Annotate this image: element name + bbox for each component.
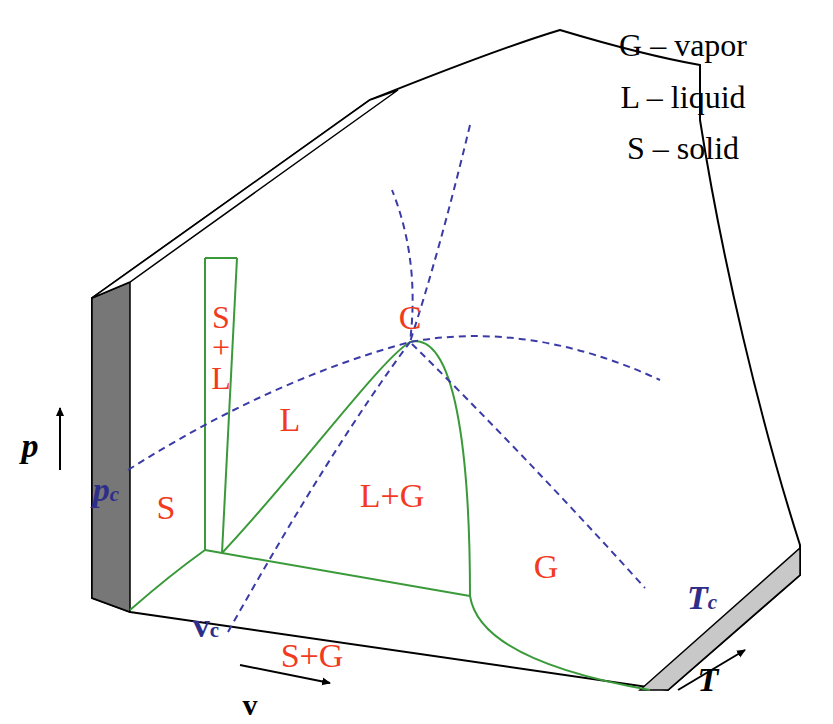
region-label: S: [157, 491, 176, 525]
surface-outline: [92, 30, 800, 690]
phase-boundaries: [130, 258, 650, 690]
critical-lines: [128, 125, 660, 632]
region-label: L+G: [360, 479, 425, 513]
legend-text: S – solid: [627, 132, 739, 164]
region-label: S+G: [281, 639, 344, 673]
axis-label: v: [243, 690, 258, 720]
region-label: S + L: [205, 302, 237, 393]
region-label: L: [280, 403, 301, 437]
slab-face: [92, 282, 130, 612]
axis-label: T: [698, 663, 719, 697]
axis-arrows: [60, 408, 745, 690]
axis-label: Tc: [687, 581, 717, 615]
slab-right: [640, 548, 800, 690]
region-label: G: [534, 550, 559, 584]
legend-text: G – vapor: [619, 29, 747, 61]
critical-point-label: C: [399, 301, 422, 335]
axis-label: vc: [193, 609, 219, 643]
slab-top: [92, 90, 398, 298]
axis-label: p: [22, 429, 39, 463]
axis-label: pc: [93, 473, 119, 507]
legend-text: L – liquid: [620, 81, 745, 113]
